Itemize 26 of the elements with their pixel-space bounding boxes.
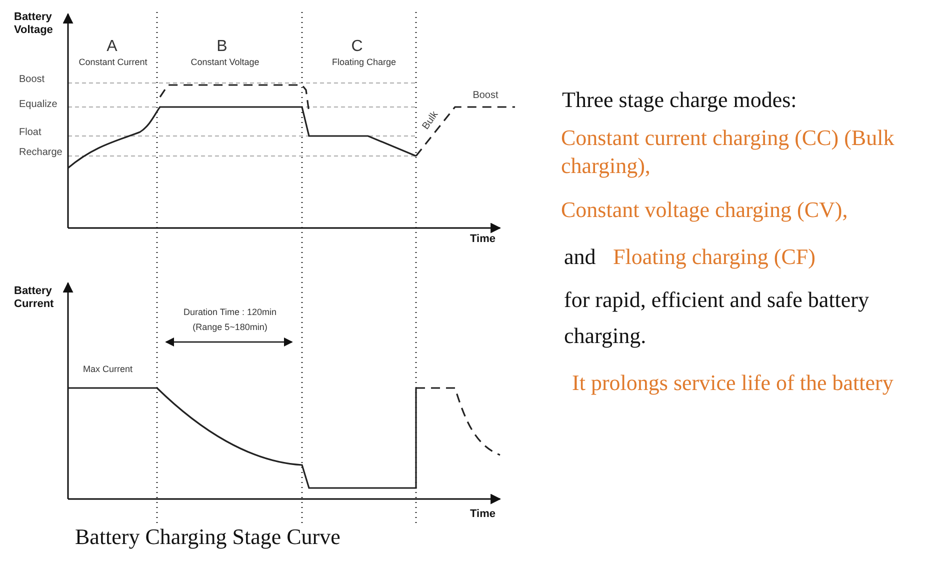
- caption: Battery Charging Stage Curve: [75, 524, 340, 550]
- stage-name: Floating Charge: [330, 57, 398, 68]
- level-label: Float: [19, 127, 42, 138]
- stage-name: Constant Voltage: [190, 57, 260, 68]
- duration-label: Duration Time : 120min: [182, 307, 278, 318]
- stage-letter: B: [216, 38, 228, 56]
- axis-title: Battery Voltage: [14, 11, 54, 36]
- level-label: Boost: [19, 74, 45, 86]
- axis-title: Battery Current: [14, 285, 55, 310]
- stage-name: Constant Current: [78, 57, 148, 68]
- axis-title: Time: [470, 233, 496, 246]
- duration-label: (Range 5~180min): [192, 322, 268, 332]
- body-text: and: [564, 243, 596, 270]
- heading-text: Three stage charge modes:: [562, 86, 798, 114]
- stage-letter: A: [106, 38, 118, 56]
- axis-title: Time: [470, 508, 496, 521]
- stage-letter: C: [350, 38, 364, 56]
- level-label: Equalize: [19, 99, 58, 110]
- level-label: Recharge: [19, 147, 62, 158]
- mode-label: Boost: [472, 90, 500, 102]
- note-text: It prolongs service life of the battery: [572, 369, 894, 397]
- current-label: Max Current: [83, 364, 133, 374]
- mode-text: Constant current charging (CC) (Bulk charging),: [561, 124, 896, 179]
- mode-text: Constant voltage charging (CV),: [561, 196, 849, 224]
- mode-text: Floating charging (CF): [613, 243, 816, 270]
- body-text: for rapid, efficient and safe battery charging.: [564, 286, 870, 350]
